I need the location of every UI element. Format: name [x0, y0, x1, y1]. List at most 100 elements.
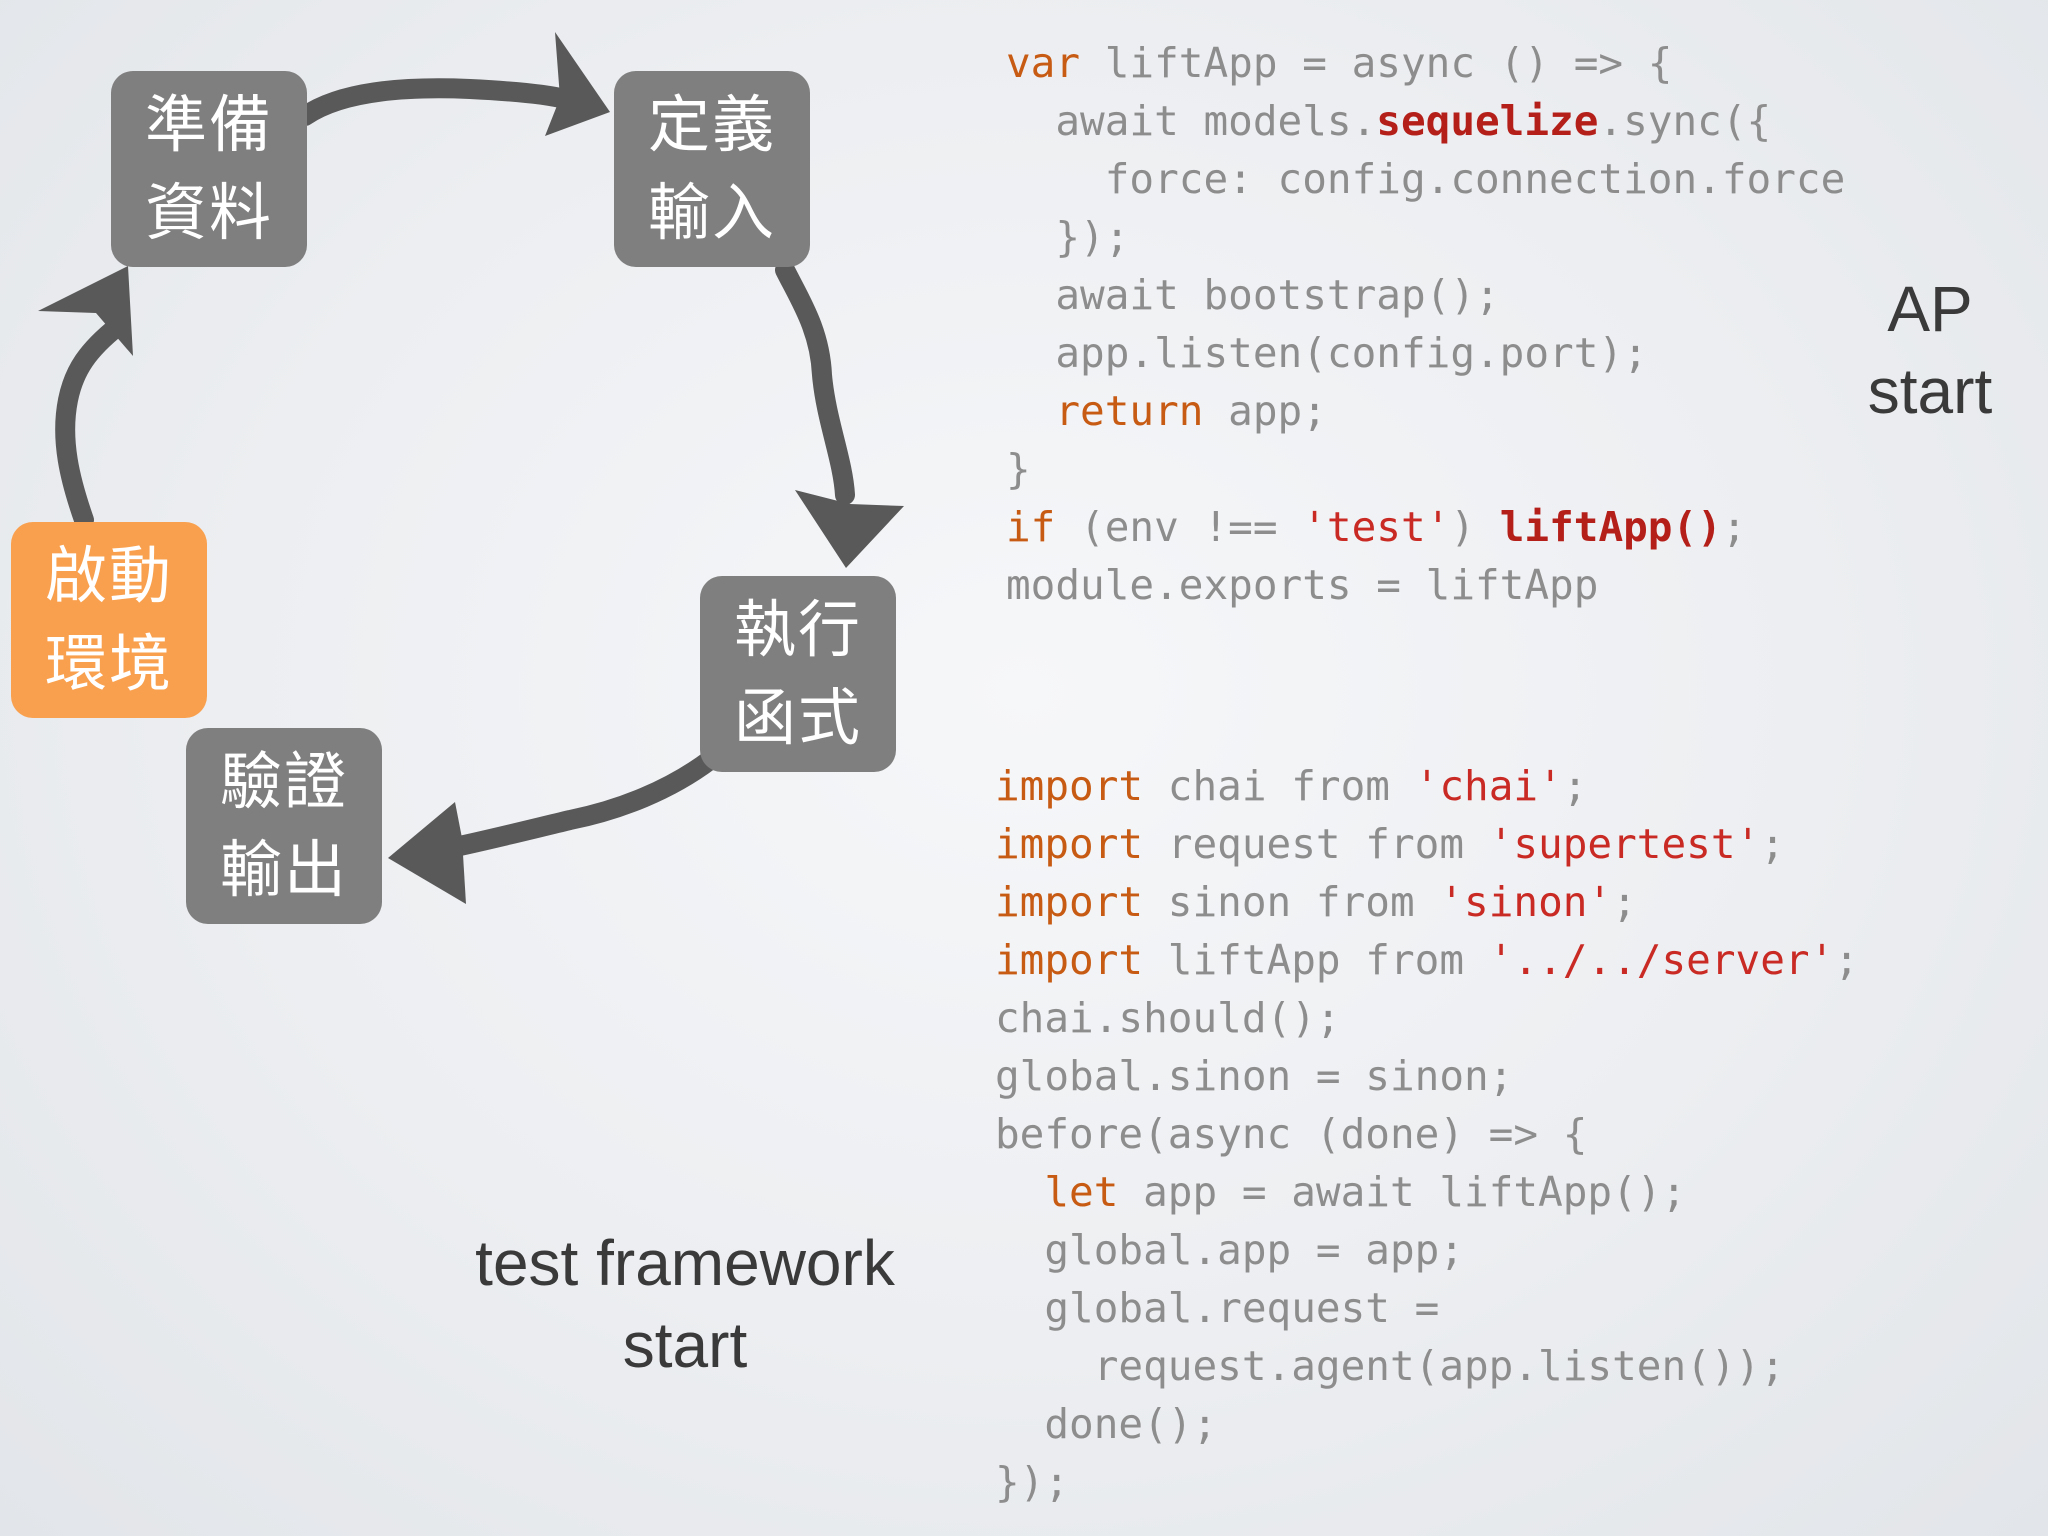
code-token: global.request =	[995, 1284, 1440, 1332]
step-start-env-line-1: 啟動	[44, 539, 173, 612]
code-token: app;	[1203, 387, 1327, 435]
code-token: before(async (done) => {	[995, 1110, 1588, 1158]
step-prepare-data: 準備 資料	[111, 71, 307, 267]
ap-start-code: var liftApp = async () => { await models…	[1006, 34, 1845, 614]
code-token: 'test'	[1302, 503, 1451, 551]
ap-start-code-line: await models.sequelize.sync({	[1006, 92, 1845, 150]
test-start-code-line: import chai from 'chai';	[995, 757, 1859, 815]
test-framework-start-label-line-1: test framework	[475, 1227, 895, 1299]
code-token: liftApp from	[1143, 936, 1489, 984]
code-token: sequelize	[1376, 97, 1599, 145]
code-token: liftApp()	[1499, 503, 1722, 551]
test-start-code-line: request.agent(app.listen());	[995, 1337, 1859, 1395]
code-token: import	[995, 820, 1144, 868]
code-token: ;	[1834, 936, 1859, 984]
code-token: ;	[1760, 820, 1785, 868]
test-start-code-line: import liftApp from '../../server';	[995, 931, 1859, 989]
ap-start-label-line-2: start	[1867, 355, 1993, 427]
step-verify-output-line-1: 驗證	[219, 745, 348, 818]
code-token: module.exports = liftApp	[1006, 561, 1599, 609]
test-start-code-line: before(async (done) => {	[995, 1105, 1859, 1163]
ap-start-code-line: }	[1006, 440, 1845, 498]
step-verify-output-line-2: 輸出	[219, 833, 348, 906]
ap-start-label: AP start	[1840, 268, 2020, 432]
code-token: force: config.connection.force	[1006, 155, 1846, 203]
arrowhead-define	[545, 32, 610, 136]
code-token: import	[995, 878, 1144, 926]
code-token: 'supertest'	[1488, 820, 1761, 868]
test-start-code-line: import sinon from 'sinon';	[995, 873, 1859, 931]
test-start-code-line: done();	[995, 1395, 1859, 1453]
test-start-code-line: chai.should();	[995, 989, 1859, 1047]
step-execute-function: 執行 函式	[700, 576, 896, 772]
test-start-code-line: import request from 'supertest';	[995, 815, 1859, 873]
step-prepare-data-line-1: 準備	[144, 88, 273, 161]
code-token: 'sinon'	[1439, 878, 1613, 926]
ap-start-code-line: force: config.connection.force	[1006, 150, 1846, 208]
code-token: ;	[1612, 878, 1637, 926]
ap-start-code-line: });	[1006, 208, 1845, 266]
test-start-code-line: global.app = app;	[995, 1221, 1859, 1279]
ap-start-code-line: if (env !== 'test') liftApp();	[1006, 498, 1845, 556]
step-define-input-line-2: 輸入	[647, 176, 776, 249]
code-token: .sync({	[1598, 97, 1772, 145]
code-token: request from	[1143, 820, 1489, 868]
code-token: chai.should();	[995, 994, 1341, 1042]
arrowhead-verify	[388, 802, 466, 904]
ap-start-code-line: var liftApp = async () => {	[1006, 34, 1845, 92]
code-token	[995, 1168, 1044, 1216]
code-token: });	[1006, 213, 1130, 261]
code-token: await bootstrap();	[1006, 271, 1500, 319]
code-token: import	[995, 936, 1144, 984]
code-token: request.agent(app.listen());	[995, 1342, 1785, 1390]
step-execute-function-line-1: 執行	[733, 593, 862, 666]
code-token: sinon from	[1143, 878, 1440, 926]
step-verify-output: 驗證 輸出	[186, 728, 382, 924]
code-token: let	[1044, 1168, 1119, 1216]
ap-start-code-line: return app;	[1006, 382, 1845, 440]
ap-start-code-line: module.exports = liftApp	[1006, 556, 1845, 614]
arrow-execute-to-verify	[440, 750, 720, 858]
test-start-code-line: global.sinon = sinon;	[995, 1047, 1859, 1105]
test-start-code-line: global.request =	[995, 1279, 1859, 1337]
test-framework-start-label: test framework start	[440, 1222, 930, 1386]
code-token: await models.	[1006, 97, 1377, 145]
arrow-define-to-execute	[775, 260, 855, 505]
code-token: '../../server'	[1488, 936, 1835, 984]
step-start-env-line-2: 環境	[44, 627, 173, 700]
test-framework-start-label-line-2: start	[622, 1309, 748, 1381]
ap-start-code-line: app.listen(config.port);	[1006, 324, 1845, 382]
code-token: (env !==	[1055, 503, 1303, 551]
code-token	[1006, 387, 1055, 435]
arrow-start-to-prepare	[55, 316, 128, 530]
code-token: app = await liftApp();	[1118, 1168, 1687, 1216]
test-start-code-line: let app = await liftApp();	[995, 1163, 1859, 1221]
code-token: app.listen(config.port);	[1006, 329, 1648, 377]
test-start-code: import chai from 'chai';import request f…	[995, 757, 1859, 1511]
code-token: global.sinon = sinon;	[995, 1052, 1514, 1100]
code-token: return	[1055, 387, 1204, 435]
code-token: if	[1006, 503, 1056, 551]
step-define-input-line-1: 定義	[647, 88, 776, 161]
step-execute-function-line-2: 函式	[733, 681, 862, 754]
arrow-prepare-to-define	[295, 78, 575, 126]
test-start-code-line: });	[995, 1453, 1859, 1511]
code-token: done();	[995, 1400, 1218, 1448]
ap-start-label-line-1: AP	[1887, 273, 1973, 345]
code-token: 'chai'	[1414, 762, 1563, 810]
arrowhead-execute	[795, 490, 904, 568]
code-token: global.app = app;	[995, 1226, 1464, 1274]
code-token: chai from	[1143, 762, 1415, 810]
code-token: }	[1006, 445, 1031, 493]
step-prepare-data-line-2: 資料	[144, 176, 273, 249]
ap-start-code-line: await bootstrap();	[1006, 266, 1845, 324]
arrowhead-prepare	[38, 266, 133, 356]
code-token: )	[1450, 503, 1500, 551]
code-token: ;	[1721, 503, 1747, 551]
code-token: liftApp = async () => {	[1080, 39, 1673, 87]
code-token: import	[995, 762, 1144, 810]
step-start-env: 啟動 環境	[11, 522, 207, 718]
code-token: });	[995, 1458, 1070, 1506]
